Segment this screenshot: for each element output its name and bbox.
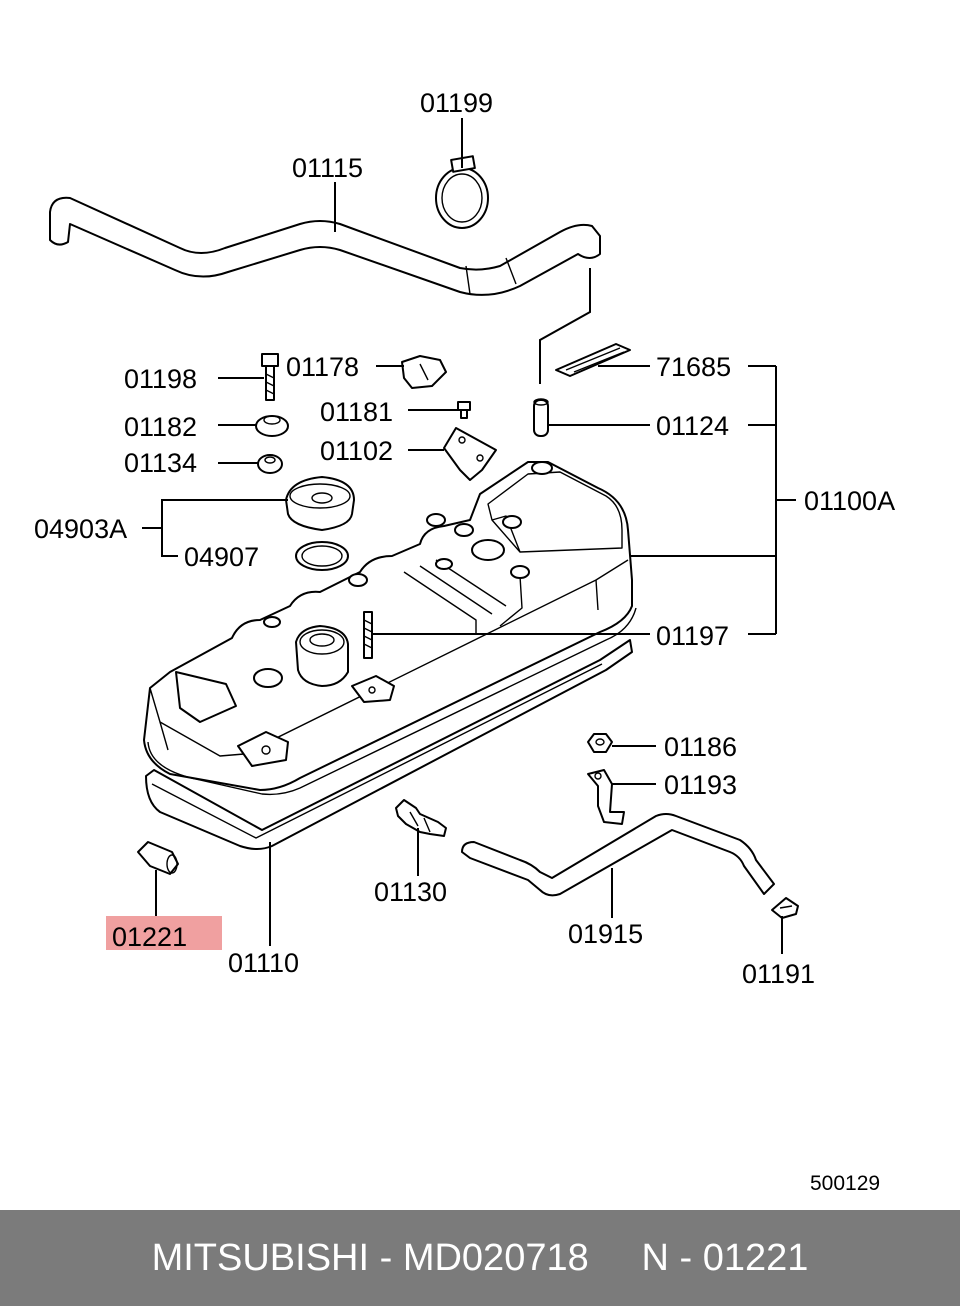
label-01124: 01124 xyxy=(656,411,729,441)
label-01191: 01191 xyxy=(742,959,815,989)
label-01178: 01178 xyxy=(286,352,359,382)
cap-plug-01221 xyxy=(137,841,179,875)
label-01182: 01182 xyxy=(124,412,197,442)
label-01134: 01134 xyxy=(124,448,197,478)
label-01110: 01110 xyxy=(228,948,299,978)
rocker-cover-gasket-01110 xyxy=(145,639,633,850)
washer-01134 xyxy=(257,454,283,474)
bolt-01198 xyxy=(261,353,279,401)
label-01199: 01199 xyxy=(420,88,493,118)
pcv-valve-01130 xyxy=(395,799,447,837)
label-01186: 01186 xyxy=(664,732,737,762)
ventilation-hose-01915 xyxy=(461,813,775,897)
label-04903A: 04903A xyxy=(34,514,127,544)
caution-plate-71685 xyxy=(555,343,631,377)
label-01198: 01198 xyxy=(124,364,197,394)
footer-bar: MITSUBISHI - MD020718 N - 01221 xyxy=(0,1210,960,1306)
hose-clamp-bracket-01193 xyxy=(587,769,625,825)
nut-01186 xyxy=(587,733,613,753)
breather-hose-01115 xyxy=(49,196,601,296)
oil-filler-cap-04903A xyxy=(285,476,355,531)
label-01130: 01130 xyxy=(374,877,447,907)
label-71685: 71685 xyxy=(656,352,731,382)
label-01115: 01115 xyxy=(292,153,363,183)
parts-diagram: 01199 01115 01198 01178 71685 01181 0118… xyxy=(34,88,895,1195)
bracket-01178 xyxy=(401,355,447,389)
bolt-01181 xyxy=(457,401,471,419)
grommet-01182 xyxy=(255,415,289,437)
footer-text: MITSUBISHI - MD020718 N - 01221 xyxy=(151,1236,809,1279)
label-01193: 01193 xyxy=(664,770,737,800)
label-01102: 01102 xyxy=(320,436,393,466)
leader-lines xyxy=(142,118,796,954)
o-ring-04907 xyxy=(295,541,349,571)
label-01915: 01915 xyxy=(568,919,643,949)
stud-bolt-01197 xyxy=(363,611,373,659)
label-01197: 01197 xyxy=(656,621,729,651)
label-04907: 04907 xyxy=(184,542,259,572)
baffle-bracket-01102 xyxy=(443,427,497,481)
label-01221: 01221 xyxy=(112,922,187,952)
label-01181: 01181 xyxy=(320,397,393,427)
pcv-pipe-01124 xyxy=(533,398,549,437)
hose-clip-01191 xyxy=(771,897,799,919)
highlight-box xyxy=(106,916,222,950)
diagram-number: 500129 xyxy=(810,1172,880,1195)
rocker-cover-01100A xyxy=(143,461,637,796)
label-01100A: 01100A xyxy=(804,486,895,516)
